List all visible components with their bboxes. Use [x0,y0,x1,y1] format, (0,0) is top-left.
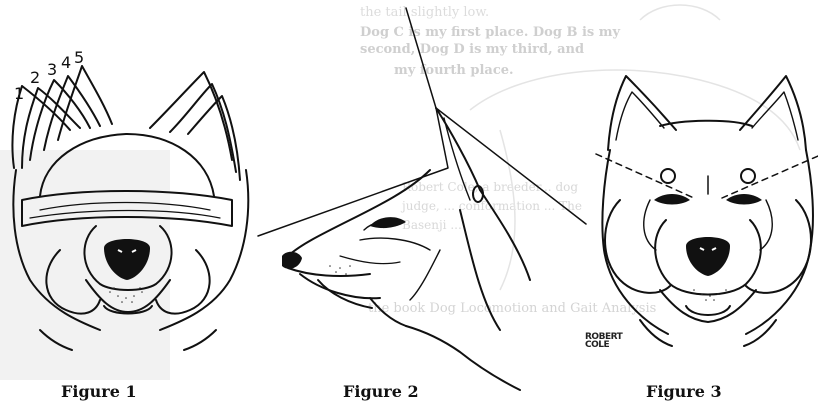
figure2-caption: Figure 2 [343,382,419,401]
figure3-caption: Figure 3 [646,382,722,401]
figure3-right-eye [726,194,762,205]
artist-signature: ROBERT COLE [585,333,621,349]
figure3-nose [686,237,730,276]
figure1-caption: Figure 1 [61,382,137,401]
figure3-left-eye [654,194,690,205]
